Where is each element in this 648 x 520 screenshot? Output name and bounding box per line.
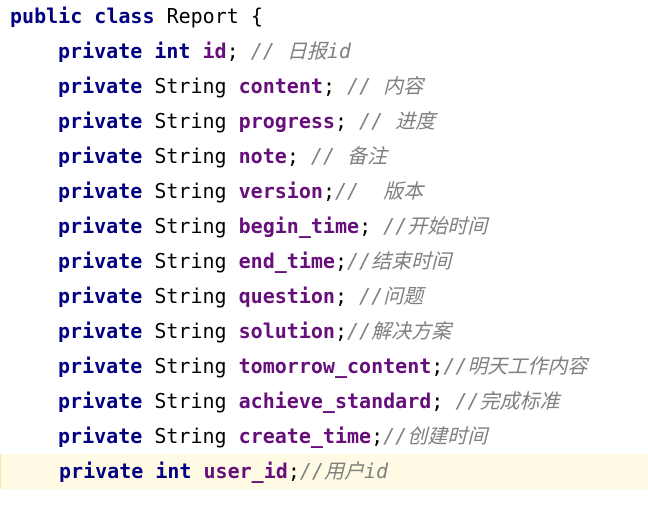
field-type: String: [154, 214, 227, 238]
field-type: int: [154, 39, 191, 63]
field-name: note: [238, 144, 287, 168]
field-name: begin_time: [238, 214, 360, 238]
field-comment: //结束时间: [347, 249, 452, 273]
field-declaration-line[interactable]: private String progress; // 进度: [0, 104, 648, 139]
field-name: user_id: [203, 459, 288, 483]
field-comment: // 版本: [334, 179, 424, 203]
field-comment: //明天工作内容: [443, 354, 588, 378]
field-type: int: [155, 459, 192, 483]
access-modifier: private: [58, 249, 143, 273]
field-comment: // 内容: [334, 74, 424, 98]
field-name: progress: [238, 109, 335, 133]
field-declaration-line[interactable]: private String version;// 版本: [0, 174, 648, 209]
field-type: String: [154, 319, 227, 343]
access-modifier: private: [59, 459, 144, 483]
access-modifier: private: [58, 284, 143, 308]
field-type: String: [154, 389, 227, 413]
access-modifier: private: [58, 179, 143, 203]
semicolon: ;: [322, 74, 335, 98]
semicolon: ;: [334, 249, 348, 273]
field-declaration-line[interactable]: private int user_id;//用户id: [0, 454, 648, 489]
access-modifier: private: [58, 389, 143, 413]
public-keyword: public: [10, 4, 83, 28]
semicolon: ;: [431, 389, 444, 413]
field-name: content: [238, 74, 323, 98]
semicolon: ;: [286, 144, 299, 168]
field-type: String: [154, 249, 227, 273]
open-brace: {: [250, 4, 263, 28]
field-declaration-line[interactable]: private String solution;//解决方案: [0, 314, 648, 349]
field-comment: //用户id: [299, 459, 389, 483]
access-modifier: private: [58, 39, 143, 63]
field-comment: // 进度: [347, 109, 436, 133]
semicolon: ;: [371, 424, 384, 448]
field-name: solution: [238, 319, 335, 343]
semicolon: ;: [334, 109, 348, 133]
class-name: Report: [166, 4, 239, 28]
field-declaration-line[interactable]: private String tomorrow_content;//明天工作内容: [0, 349, 648, 384]
field-type: String: [154, 179, 227, 203]
field-declaration-line[interactable]: private String content; // 内容: [0, 69, 648, 104]
field-type: String: [154, 354, 227, 378]
semicolon: ;: [287, 459, 300, 483]
field-type: String: [154, 424, 227, 448]
class-keyword: class: [94, 4, 155, 28]
field-declaration-line[interactable]: private String end_time;//结束时间: [0, 244, 648, 279]
field-comment: //创建时间: [383, 424, 488, 448]
field-name: create_time: [238, 424, 372, 448]
field-declaration-line[interactable]: private String create_time;//创建时间: [0, 419, 648, 454]
field-name: end_time: [238, 249, 335, 273]
semicolon: ;: [334, 284, 348, 308]
access-modifier: private: [58, 109, 143, 133]
field-declaration-line[interactable]: private String achieve_standard; //完成标准: [0, 384, 648, 419]
field-comment: // 日报id: [238, 39, 351, 63]
field-comment: //完成标准: [443, 389, 560, 413]
field-type: String: [154, 284, 227, 308]
semicolon: ;: [226, 39, 239, 63]
field-type: String: [154, 74, 227, 98]
semicolon: ;: [359, 214, 372, 238]
field-type: String: [154, 109, 227, 133]
field-declaration-line[interactable]: private String question; //问题: [0, 279, 648, 314]
access-modifier: private: [58, 214, 143, 238]
access-modifier: private: [58, 144, 143, 168]
field-comment: //开始时间: [371, 214, 488, 238]
field-comment: //问题: [347, 284, 424, 308]
field-name: achieve_standard: [238, 389, 432, 413]
semicolon: ;: [431, 354, 444, 378]
semicolon: ;: [334, 319, 348, 343]
field-name: tomorrow_content: [238, 354, 432, 378]
access-modifier: private: [58, 74, 143, 98]
access-modifier: private: [58, 354, 143, 378]
access-modifier: private: [58, 319, 143, 343]
field-comment: //解决方案: [347, 319, 452, 343]
field-name: version: [238, 179, 323, 203]
field-comment: // 备注: [298, 144, 388, 168]
access-modifier: private: [58, 424, 143, 448]
field-type: String: [154, 144, 227, 168]
semicolon: ;: [322, 179, 335, 203]
field-name: question: [238, 284, 335, 308]
field-declaration-line[interactable]: private int id; // 日报id: [0, 34, 648, 69]
field-declaration-line[interactable]: private String note; // 备注: [0, 139, 648, 174]
class-declaration-line[interactable]: public class Report {: [0, 0, 648, 34]
field-name: id: [202, 39, 227, 63]
field-declaration-line[interactable]: private String begin_time; //开始时间: [0, 209, 648, 244]
